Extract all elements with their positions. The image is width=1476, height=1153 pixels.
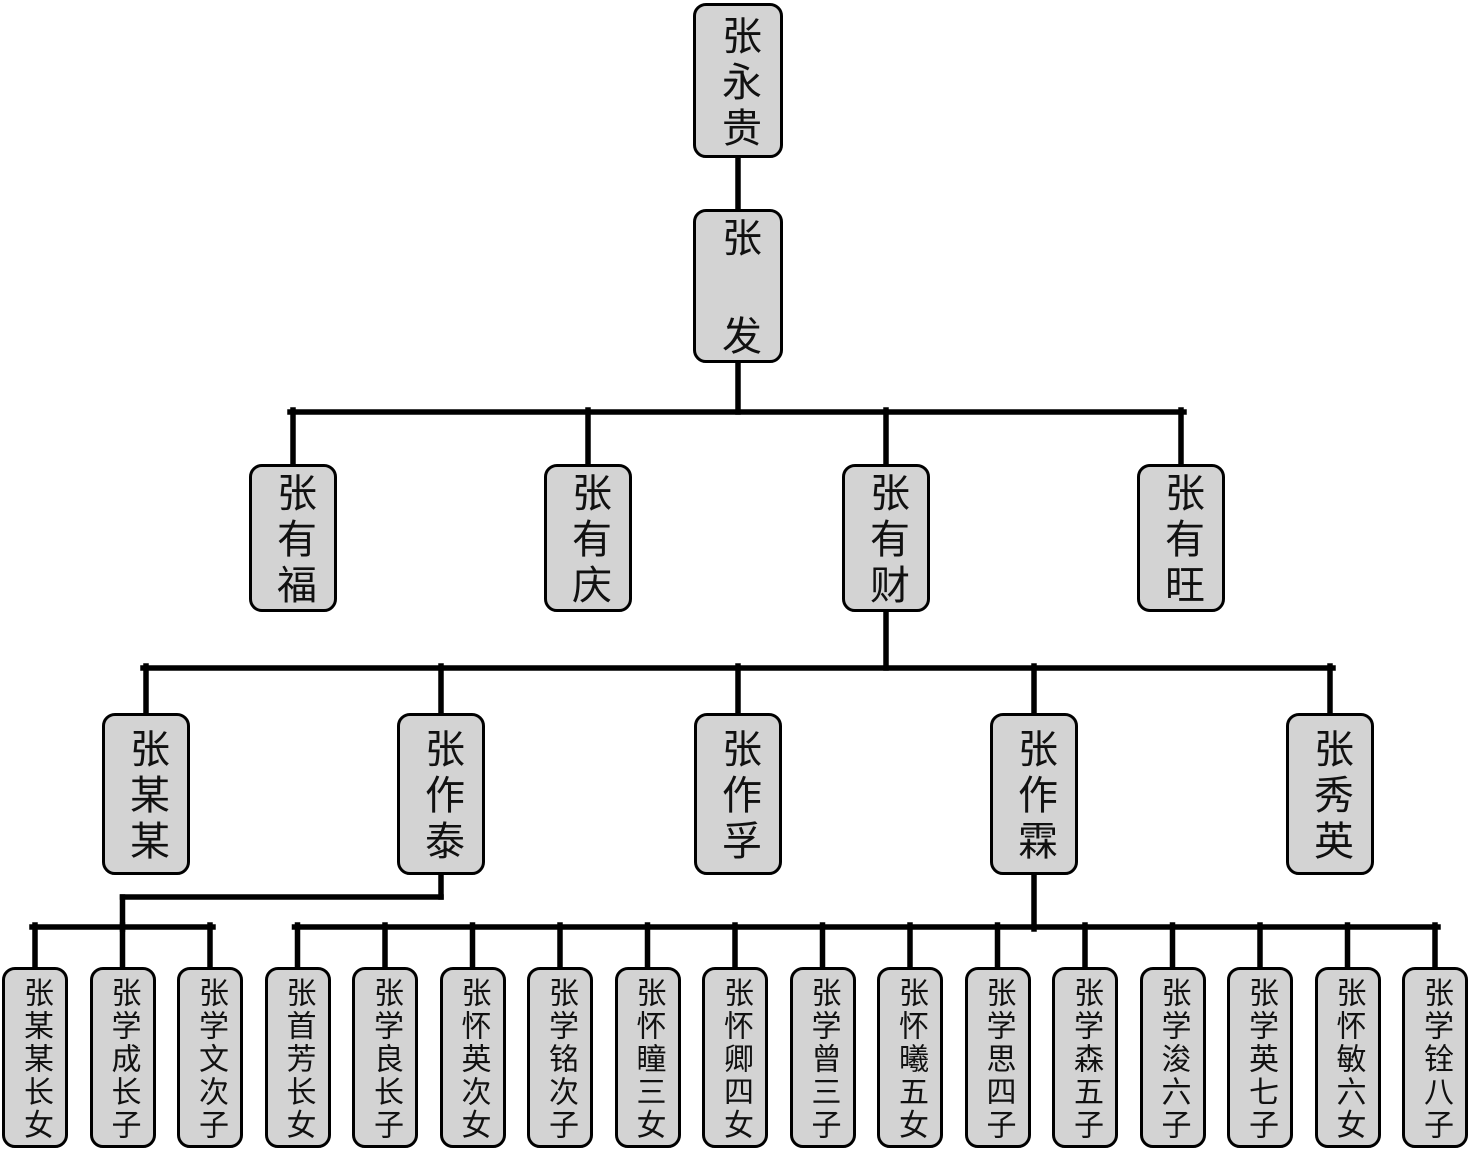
tree-node-g5-xuesi: 张学思四子: [964, 967, 1031, 1148]
tree-node-label: 张某某: [123, 728, 169, 866]
tree-node-label: 张首芳长女: [280, 976, 316, 1142]
tree-node-g5-huaiqing: 张怀卿四女: [702, 967, 768, 1148]
tree-node-g5-xuejun: 张学浚六子: [1139, 967, 1206, 1148]
tree-node-zhang-zuofu: 张作孚: [694, 713, 782, 875]
tree-node-label: 张学思四子: [980, 976, 1016, 1142]
tree-node-g5-xuezeng: 张学曾三子: [789, 967, 856, 1148]
tree-node-zhang-youqing: 张有庆: [544, 464, 632, 612]
tree-node-g5-shoufang: 张首芳长女: [264, 967, 331, 1148]
tree-node-label: 张有旺: [1158, 472, 1204, 610]
tree-node-label: 张学英七子: [1243, 976, 1278, 1142]
tree-node-g5-xuequan: 张学铨八子: [1402, 967, 1468, 1148]
tree-node-label: 张秀英: [1307, 728, 1353, 866]
tree-node-label: 张怀瞳三女: [630, 976, 666, 1142]
tree-node-label: 张有财: [863, 472, 909, 610]
tree-node-zhang-youwang: 张有旺: [1137, 464, 1225, 612]
tree-node-label: 张学铭次子: [543, 976, 578, 1142]
tree-node-label: 张有福: [270, 472, 316, 610]
tree-node-label: 张作孚: [715, 728, 761, 866]
tree-node-g5-xuecheng: 张学成长子: [89, 967, 156, 1148]
tree-node-zhang-youfu: 张有福: [249, 464, 337, 612]
tree-node-zhang-youcai: 张有财: [842, 464, 930, 612]
tree-node-label: 张学曾三子: [805, 976, 841, 1142]
tree-node-label: 张学文次子: [193, 976, 228, 1142]
tree-node-label: 张学成长子: [105, 976, 141, 1142]
tree-node-label: 张学铨八子: [1418, 976, 1453, 1142]
tree-node-g5-huaimin: 张怀敏六女: [1314, 967, 1381, 1148]
tree-node-zhang-fa: 张发: [693, 209, 783, 413]
tree-node-zhang-zuolin: 张作霖: [990, 713, 1078, 875]
tree-node-label: 张怀卿四女: [718, 976, 753, 1142]
tree-node-label: 张学浚六子: [1155, 976, 1191, 1142]
tree-node-g5-xuewen: 张学文次子: [177, 967, 243, 1148]
tree-node-label: 张作霖: [1011, 728, 1057, 866]
tree-node-label: 张怀敏六女: [1330, 976, 1366, 1142]
tree-node-g5-xueliang: 张学良长子: [352, 967, 418, 1148]
tree-node-g5-huaiying: 张怀英次女: [439, 967, 506, 1148]
tree-node-zhang-xiuying: 张秀英: [1286, 713, 1374, 875]
tree-node-g5-huaixi: 张怀曦五女: [877, 967, 943, 1148]
tree-node-zhang-zuotai: 张作泰: [397, 713, 485, 875]
tree-node-label: 张怀英次女: [455, 976, 491, 1142]
tree-node-label: 张学森五子: [1068, 976, 1103, 1142]
tree-node-label: 张作泰: [418, 728, 464, 866]
tree-node-label: 张怀曦五女: [893, 976, 928, 1142]
tree-node-zhang-yonggui: 张永贵: [693, 3, 783, 158]
tree-node-label: 张永贵: [715, 14, 761, 153]
tree-node-g5-xueying: 张学英七子: [1227, 967, 1293, 1148]
tree-node-g5-moumou-zhangnv: 张某某长女: [2, 967, 68, 1148]
tree-node-g5-xuesen: 张学森五子: [1052, 967, 1118, 1148]
tree-node-label: 张有庆: [565, 472, 611, 610]
tree-node-g5-xueming: 张学铭次子: [527, 967, 593, 1148]
tree-node-label: 张某某长女: [18, 976, 53, 1142]
tree-node-zhang-moumou: 张某某: [102, 713, 190, 875]
tree-node-g5-huaitong: 张怀瞳三女: [614, 967, 681, 1148]
tree-node-label: 张学良长子: [368, 976, 403, 1142]
tree-node-label: 张发: [715, 217, 761, 413]
